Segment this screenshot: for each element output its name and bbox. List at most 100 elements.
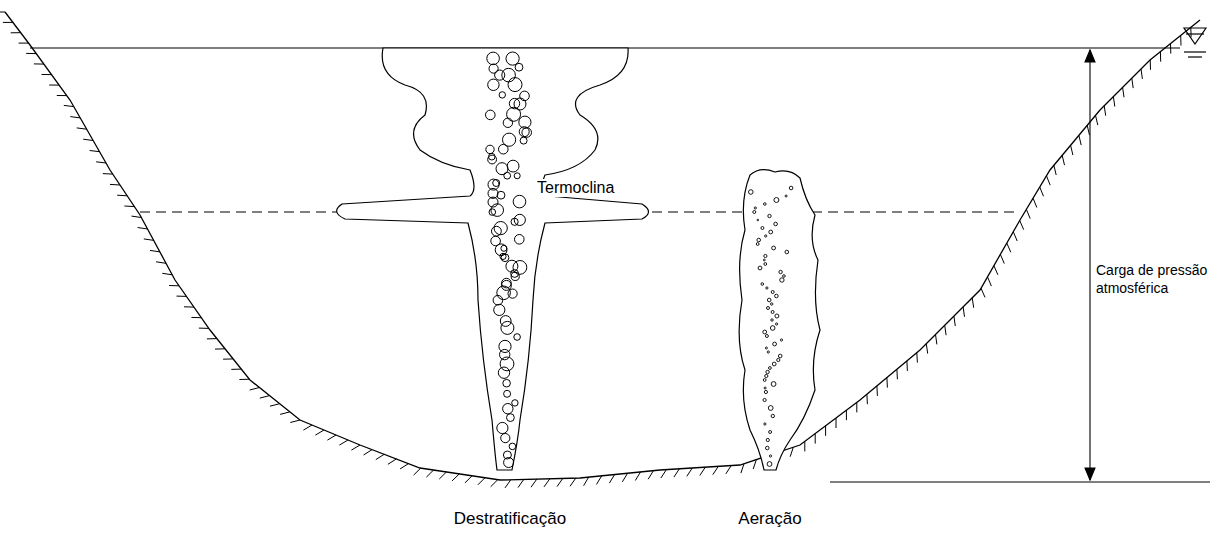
bubble	[766, 446, 770, 450]
bubble	[763, 259, 765, 261]
hatch-stroke	[400, 464, 408, 469]
bubble	[496, 163, 508, 175]
bubble	[778, 354, 782, 358]
bubble	[502, 68, 516, 82]
bubble	[504, 390, 511, 397]
hatch-stroke	[713, 466, 719, 474]
hatch-stroke	[886, 378, 888, 388]
hatch-stroke	[138, 228, 148, 230]
bubble	[503, 118, 512, 127]
hatch-stroke	[250, 388, 260, 391]
bubble	[489, 209, 496, 216]
hatch-stroke	[1150, 60, 1151, 70]
hatch-stroke	[505, 480, 511, 488]
hatch-stroke	[260, 396, 270, 399]
hatch-stroke	[49, 85, 59, 86]
hatch-stroke	[223, 358, 233, 359]
bubble	[749, 190, 754, 195]
bubble	[769, 455, 771, 457]
hatch-stroke	[11, 32, 21, 33]
bubble	[766, 287, 768, 289]
hatch-stroke	[215, 348, 225, 349]
hatch-stroke	[1040, 187, 1044, 196]
hatch-stroke	[994, 266, 998, 275]
bubble	[508, 78, 522, 92]
bubble	[770, 326, 775, 331]
bubble	[764, 390, 767, 393]
hatch-stroke	[531, 479, 537, 487]
bubble	[768, 406, 773, 411]
hatch-stroke	[856, 402, 857, 412]
pressure-head-label: Carga de pressão atmosférica	[1094, 262, 1218, 297]
bubble	[503, 404, 513, 414]
bubble	[769, 230, 773, 234]
hatch-stroke	[465, 476, 472, 483]
bubble	[768, 214, 771, 217]
hatch-stroke	[815, 434, 816, 444]
bubble	[513, 261, 527, 275]
hatch-stroke	[117, 195, 127, 197]
hatch-stroke	[988, 277, 992, 286]
bubble	[520, 91, 530, 101]
bubble	[764, 263, 767, 266]
hatch-stroke	[64, 105, 74, 106]
bubble	[514, 334, 521, 341]
hatch-stroke	[327, 435, 336, 440]
hatch-stroke	[103, 173, 113, 175]
bubble	[763, 398, 766, 401]
hatch-stroke	[622, 473, 627, 482]
hatch-stroke	[132, 216, 142, 217]
bubble	[763, 379, 766, 382]
bubble	[503, 451, 511, 459]
hatch-stroke	[199, 328, 209, 329]
bubble	[497, 422, 508, 433]
bubble	[785, 250, 789, 254]
hatch-stroke	[866, 394, 868, 404]
bubble	[769, 367, 772, 370]
hatch-stroke	[846, 410, 847, 420]
hatch-stroke	[207, 338, 217, 339]
hatch-stroke	[836, 418, 837, 428]
bubble	[754, 207, 756, 209]
bubble	[780, 339, 782, 341]
destratification-label: Destratificação	[452, 509, 568, 529]
bubble	[767, 298, 771, 302]
hatch-stroke	[231, 369, 241, 370]
bubble	[753, 211, 756, 214]
hatch-stroke	[700, 467, 706, 475]
hatch-stroke	[609, 475, 614, 484]
bubble	[507, 160, 519, 172]
hatch-stroke	[726, 466, 732, 474]
hatch-stroke	[90, 151, 100, 152]
bubble	[520, 137, 527, 144]
hatch-stroke	[184, 306, 194, 307]
hatch-stroke	[1132, 78, 1133, 88]
bubble	[772, 362, 776, 366]
hatch-stroke	[290, 420, 300, 423]
bubble	[785, 195, 787, 197]
hatch-stroke	[339, 440, 348, 445]
bubble	[772, 246, 776, 250]
hatch-stroke	[77, 128, 87, 129]
hatch-stroke	[124, 206, 134, 208]
bubble	[514, 98, 526, 110]
hatch-stroke	[169, 285, 179, 286]
hatch-stroke	[926, 344, 927, 354]
hatch-stroke	[972, 298, 974, 308]
bubble	[767, 351, 769, 353]
bubble	[488, 179, 499, 190]
hatch-stroke	[150, 250, 160, 252]
hatch-stroke	[1087, 125, 1089, 135]
bubble	[771, 303, 773, 305]
hatch-stroke	[981, 288, 985, 297]
bubble	[499, 340, 511, 352]
hatch-stroke	[916, 353, 918, 363]
thermocline-label: Termoclina	[535, 179, 616, 197]
bubble	[774, 222, 778, 226]
hatch-stroke	[687, 468, 693, 476]
bubble	[503, 379, 511, 387]
bubble	[514, 214, 525, 225]
hatch-stroke	[1113, 97, 1114, 107]
hatch-stroke	[280, 412, 290, 415]
